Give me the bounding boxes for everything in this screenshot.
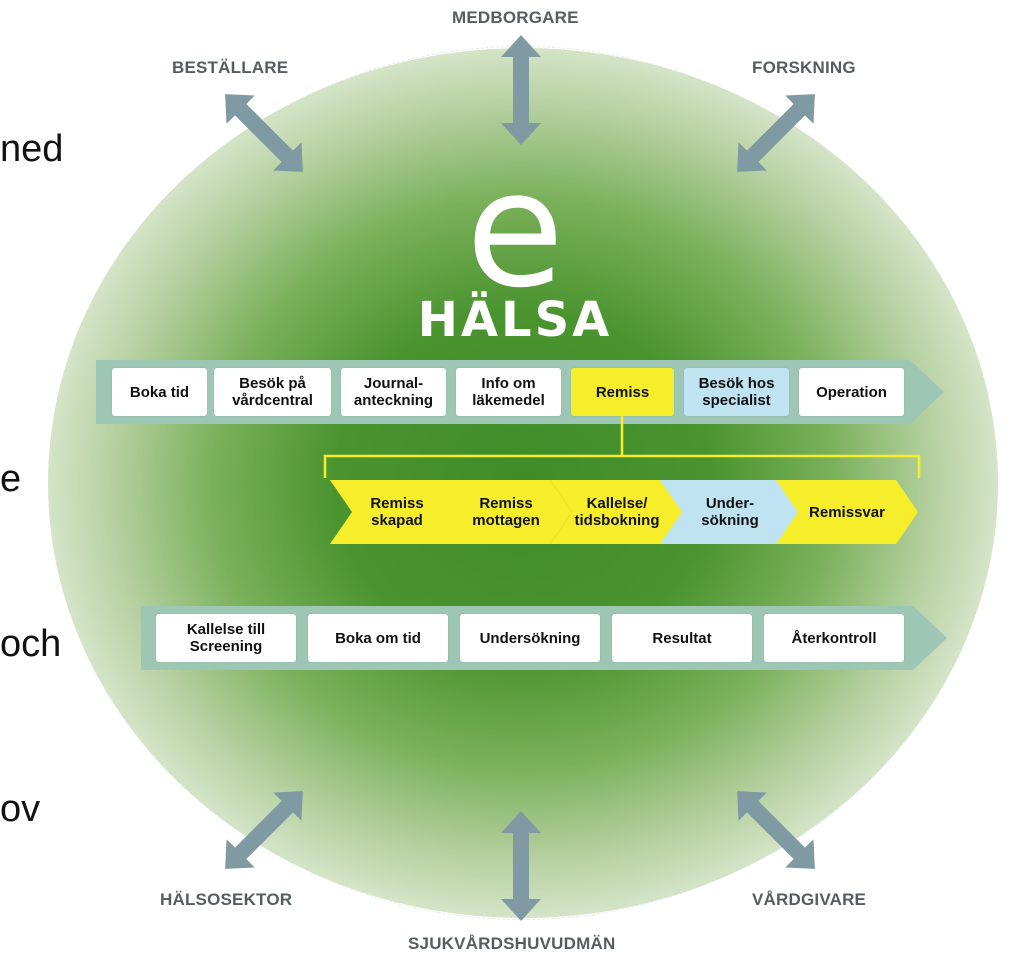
remiss-step-skapad: Remiss skapad — [330, 480, 464, 544]
remiss-step-mottagen: Remiss mottagen — [440, 480, 572, 544]
process-step-journalanteckning: Journal- anteckning — [341, 368, 446, 416]
process-step-remiss: Remiss — [571, 368, 674, 416]
stakeholder-label-bottom-left: HÄLSOSEKTOR — [160, 890, 293, 909]
stakeholder-label-top-right: FORSKNING — [752, 58, 856, 77]
process-step-besok-specialist: Besök hos specialist — [684, 368, 789, 416]
logo-letter: e — [465, 136, 565, 323]
screening-step-boka-om-tid: Boka om tid — [308, 614, 448, 662]
screening-step-undersokning: Undersökning — [460, 614, 600, 662]
remiss-step-undersokning: Under- sökning — [660, 480, 800, 544]
stakeholder-label-top: MEDBORGARE — [452, 8, 579, 27]
remiss-step-remissvar: Remissvar — [776, 480, 918, 544]
left-text-fragment: ned — [0, 128, 64, 170]
left-text-fragment: och — [0, 623, 62, 665]
process-step-boka-tid: Boka tid — [112, 368, 207, 416]
logo-word: HÄLSA — [417, 292, 613, 348]
left-text-fragment: e — [0, 458, 22, 500]
stakeholder-label-bottom: SJUKVÅRDSHUVUDMÄN — [408, 934, 616, 953]
screening-step-resultat: Resultat — [612, 614, 752, 662]
remiss-step-kallelse: Kallelse/ tidsbokning — [550, 480, 684, 544]
screening-step-aterkontroll: Återkontroll — [764, 614, 904, 662]
process-step-operation: Operation — [799, 368, 904, 416]
left-text-fragment: ov — [0, 788, 41, 830]
stakeholder-label-bottom-right: VÅRDGIVARE — [752, 890, 867, 909]
screening-step-kallelse: Kallelse till Screening — [156, 614, 296, 662]
process-step-info-lakemedel: Info om läkemedel — [456, 368, 561, 416]
process-step-besok-vardcentral: Besök på vårdcentral — [214, 368, 331, 416]
stakeholder-label-top-left: BESTÄLLARE — [172, 58, 289, 77]
